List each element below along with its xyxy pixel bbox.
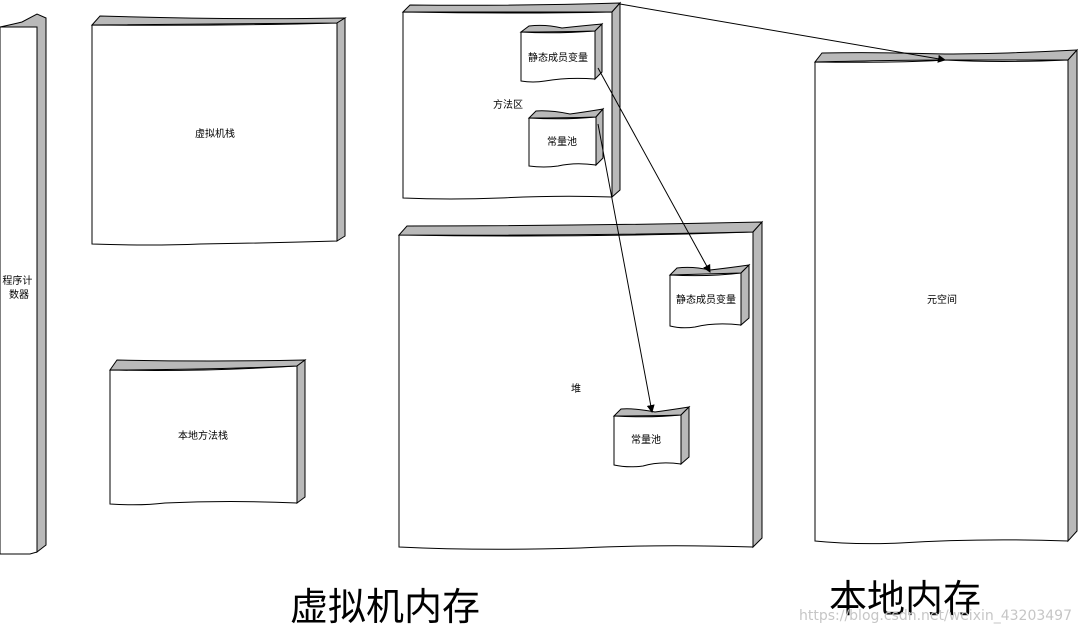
heap-block: 堆: [397, 220, 764, 550]
heap-static-vars-block: 静态成员变量: [668, 263, 751, 329]
metaspace-block: 元空间: [813, 48, 1078, 545]
constant-pool-move-arrow: [597, 123, 655, 413]
watermark-text: https://blog.csdn.net/weixin_43203497: [799, 608, 1072, 624]
method-area-constant-pool-label: 常量池: [547, 135, 577, 148]
method-area-static-vars-block: 静态成员变量: [519, 22, 604, 83]
heap-constant-pool-label: 常量池: [631, 433, 661, 446]
program-counter-label: 程序计 数器: [2, 274, 35, 301]
method-area-to-metaspace-arrow: [619, 3, 946, 63]
method-area-label: 方法区: [493, 98, 523, 111]
heap-static-vars-label: 静态成员变量: [676, 293, 736, 306]
method-area-static-vars-label: 静态成员变量: [528, 51, 588, 64]
heap-label: 堆: [571, 383, 581, 395]
vm-stack-label: 虚拟机栈: [195, 127, 235, 140]
native-memory-caption: 本地内存: [829, 577, 981, 621]
vm-memory-caption: 虚拟机内存: [290, 585, 480, 629]
vm-stack-block: 虚拟机栈: [90, 15, 347, 246]
program-counter-label-line1: 程序计: [2, 274, 32, 287]
method-area-constant-pool-block: 常量池: [527, 107, 605, 168]
native-method-stack-label: 本地方法栈: [178, 429, 228, 442]
metaspace-label: 元空间: [927, 293, 957, 306]
native-method-stack-block: 本地方法栈: [109, 359, 307, 506]
static-vars-move-arrow: [597, 67, 711, 273]
program-counter-block: 程序计 数器: [0, 13, 47, 555]
heap-constant-pool-block: 常量池: [612, 405, 691, 468]
program-counter-label-line2: 数器: [9, 288, 29, 301]
